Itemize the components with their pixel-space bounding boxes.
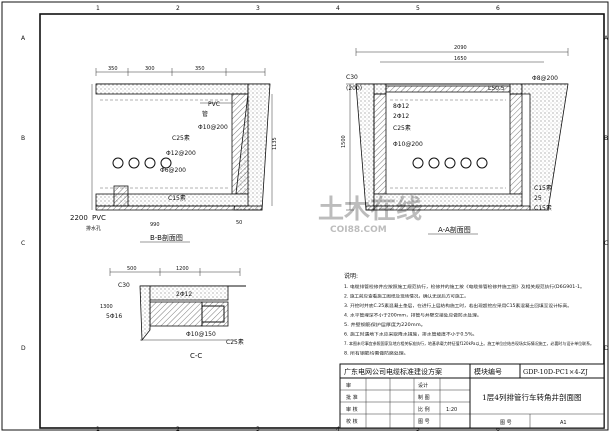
border-top-3: 3 (256, 5, 260, 12)
border-bottom-6: 6 (496, 426, 500, 432)
watermark-main: 土木在线 (318, 195, 422, 225)
border-left-C: C (21, 240, 25, 247)
cc-label-c25: C25素 (226, 338, 244, 346)
cc-dim-1200: 1200 (176, 266, 189, 272)
bb-label-pvc: PVC (92, 214, 106, 222)
border-bottom-1: 1 (96, 426, 100, 432)
aa-label-c15-2: C15素 (534, 204, 552, 212)
cc-label-1300: 1300 (100, 304, 113, 310)
cc-label-c30: C30 (118, 282, 130, 289)
bb-label-phi12: Φ12@200 (166, 150, 196, 157)
aa-label-c30: C30 (346, 74, 358, 81)
tb-scale-value: 1:20 (446, 407, 457, 413)
tb-row4-sub: 图 号 (418, 419, 430, 425)
bb-label-2phi12: 管 (202, 110, 208, 118)
tb-drawing-title: 1层4列排管行车转角井剖面图 (482, 392, 582, 402)
bb-label-c15: C15素 (168, 194, 186, 202)
border-right-B: B (604, 135, 608, 142)
aa-label-phi10: Φ10@200 (393, 141, 423, 148)
aa-label-2phi12: 2Φ12 (393, 113, 409, 120)
bb-dim-top-2: 300 (145, 66, 155, 72)
tb-row2-sub: 制 图 (418, 394, 430, 401)
note-item: 7. 本图未尽事宜参照国家及地方相关标准执行，地基承载力特征值f120kPa以上… (344, 340, 594, 347)
inner-frame (39, 13, 605, 429)
note-item: 6. 施工时遇地下水应采取降水措施，排水管坡度不小于0.5%。 (344, 331, 477, 338)
tb-company: 广东电网公司电缆标准建设方案 (344, 367, 442, 376)
bb-label-50: 50 (236, 220, 242, 226)
bb-dim-side: 1135 (272, 137, 278, 150)
cc-label-5phi16: 5Φ16 (106, 313, 122, 320)
aa-dim-2090: 2090 (454, 45, 467, 51)
cc-label-2phi12: 2Φ12 (176, 291, 192, 298)
border-top-1: 1 (96, 5, 100, 12)
cc-section-view: 500 1200 C30 2Φ12 1300 5Φ16 Φ10@150 C25素… (100, 266, 246, 360)
border-bottom-2: 2 (176, 426, 180, 432)
aa-dim-1650: 1650 (454, 56, 467, 62)
border-bottom-4: 4 (336, 426, 340, 432)
aa-label-l505: L50.5 (488, 85, 505, 92)
note-item: 3. 开挖时井底C.25素混凝土垫层，在进行上层结构施工时，若出现超挖应采用C1… (344, 302, 572, 309)
border-top-6: 6 (496, 5, 500, 12)
watermark: 土木在线 COI88.COM (318, 195, 422, 235)
border-bottom-3: 3 (256, 426, 260, 432)
aa-section-view: 2090 1650 1500 C30 (200) L50.5 (341, 45, 569, 235)
watermark-sub: COI88.COM (330, 225, 387, 235)
border-right-C: C (604, 240, 608, 247)
bb-label-drain: 排水孔 (86, 225, 101, 232)
tb-module-code: GDP-10D-PC1×4-ZJ (523, 368, 588, 376)
border-left-B: B (21, 135, 25, 142)
bb-label-2200: 2200 (70, 214, 88, 222)
tb-row3-label: 审 核 (346, 406, 358, 413)
cc-label-phi10: Φ10@150 (186, 331, 216, 338)
aa-label-200: (200) (346, 85, 362, 92)
border-left-A: A (21, 35, 26, 42)
bb-dim-top-1: 350 (108, 66, 118, 72)
border-top-2: 2 (176, 5, 180, 12)
note-item: 8. 所有钢筋均需做防腐处理。 (344, 350, 409, 357)
border-bottom-5: 5 (416, 426, 420, 432)
aa-label-8phi12: 8Φ12 (393, 103, 409, 110)
cc-dim-500: 500 (127, 266, 137, 272)
border-left-D: D (21, 345, 26, 352)
border-top-4: 4 (336, 5, 340, 12)
bb-section-view: 350 300 350 1135 PVC 管 Φ10@200 C25素 (70, 66, 278, 243)
border-right-A: A (604, 35, 609, 42)
notes-title: 说明: (344, 272, 358, 280)
aa-label-c15-1: C15素 (534, 184, 552, 192)
bb-dim-top-3: 350 (195, 66, 205, 72)
bb-label-phi6: Φ6@200 (160, 167, 186, 174)
bb-caption: B-B剖面图 (150, 233, 183, 242)
border-right-D: D (604, 345, 609, 352)
bb-label-c25: C25素 (172, 134, 190, 142)
tb-rev: A1 (560, 420, 567, 426)
tb-module-label: 模块编号 (474, 367, 502, 376)
aa-label-phi8: Φ8@200 (532, 75, 558, 82)
aa-caption: A-A剖面图 (438, 225, 471, 234)
note-item: 2. 施工前应查看施工图纸及现场情况，确认无误后方可施工。 (344, 293, 469, 300)
note-item: 5. 井壁钢筋保护层厚度为220mm。 (344, 321, 426, 328)
bb-label-8phi12: PVC (208, 101, 220, 108)
title-block: 广东电网公司电缆标准建设方案 模块编号 GDP-10D-PC1×4-ZJ 审 设… (339, 363, 605, 429)
notes-block: 说明: 1. 电缆排管检修井应按照施工规范执行，检修井的施工按《电缆排管检修井施… (344, 272, 594, 357)
tb-extra: 图 号 (500, 420, 512, 426)
bb-dim-bottom: 990 (150, 222, 160, 228)
tb-row3-sub: 比 例 (418, 406, 430, 413)
note-item: 1. 电缆排管检修井应按照施工规范执行，检修井的施工按《电缆排管检修井施工图》及… (344, 283, 585, 290)
tb-row2-label: 批 准 (346, 394, 358, 401)
tb-row1-sub: 设计 (418, 382, 428, 389)
border-top-5: 5 (416, 5, 420, 12)
aa-label-25: 25 (534, 195, 542, 202)
aa-label-c25: C25素 (393, 124, 411, 132)
bb-label-phi10: Φ10@200 (198, 124, 228, 131)
border-zone-marks: A B C D A B C D 1 2 3 4 5 6 1 2 3 4 5 6 (21, 5, 609, 432)
aa-dim-1500: 1500 (341, 135, 347, 148)
cc-caption: C-C (190, 352, 202, 360)
note-item: 4. 水平管埋深不小于200mm，排管与井壁交接处应做防水处理。 (344, 312, 482, 319)
tb-row4-label: 校 核 (346, 418, 358, 425)
tb-row1-label: 审 (346, 382, 351, 389)
